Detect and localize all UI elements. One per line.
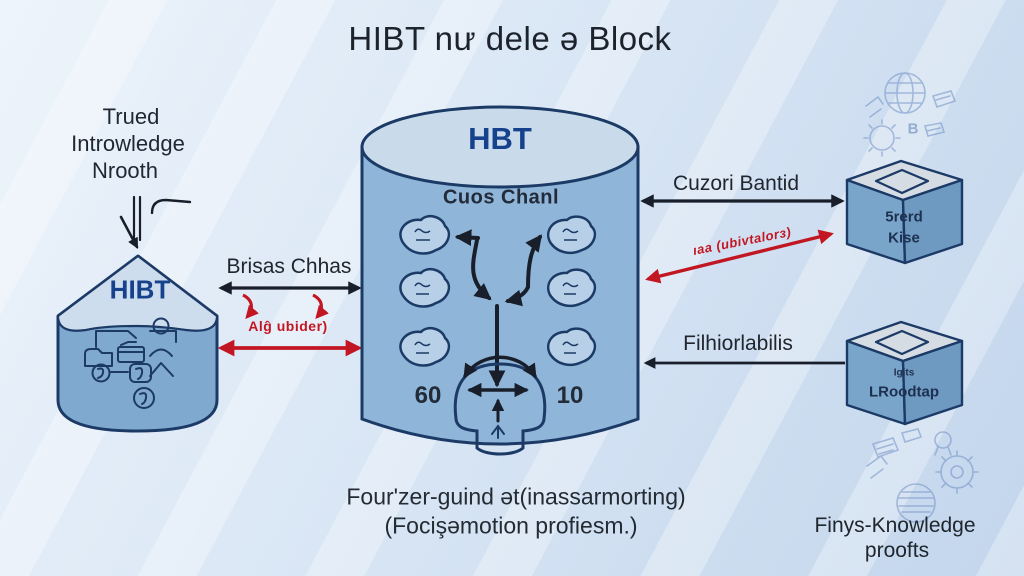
footer-line1: Four'zer-guind ət(inassarmorting)	[346, 483, 686, 510]
cube-top-label-line2: Kise	[888, 229, 920, 247]
page-title: HIBT nư dele ə Block	[348, 20, 672, 57]
caption-down-arrows	[119, 195, 192, 249]
cylinder-value-left: 60	[414, 382, 442, 409]
watermark-letter-b: B	[907, 120, 919, 138]
cylinder-shape	[360, 105, 640, 446]
corner-caption-line2: proofts	[864, 539, 930, 562]
cube-bottom-label-line1: Igits	[893, 367, 915, 379]
footer-line2: (Focişəmotion profiesm.)	[384, 512, 638, 539]
cube-bottom-label-line2: LRoodtap	[869, 383, 939, 401]
right-top-link-label: Cuzori Bantid	[672, 172, 800, 195]
doodle-cluster-top-icons	[863, 72, 957, 157]
left-caption-line3: Nrooth	[91, 158, 159, 183]
cylinder-title: HBT	[468, 121, 532, 156]
bridge-label: Brisas Chhas	[226, 255, 352, 278]
left-caption-line1: Trued	[102, 104, 160, 129]
thought-blobs	[399, 214, 597, 367]
right-bottom-link-label: Filhiorlabilis	[683, 332, 793, 355]
left-caption-line2: Introwledge	[71, 131, 185, 156]
corner-caption-line1: Finys-Knowledge	[814, 514, 976, 537]
bridge-red-label: Alĝ ubider)	[248, 318, 328, 334]
right-link-arrows	[640, 194, 845, 369]
bust-figure	[453, 355, 547, 456]
doodle-cluster-bottom-icons	[866, 428, 979, 523]
vault-doc-icons	[84, 317, 177, 409]
vault-shape	[56, 254, 219, 433]
bridge-arrows	[217, 281, 363, 357]
vault-title: HIBT	[109, 274, 171, 305]
cube-bottom-shape	[845, 320, 964, 426]
cylinder-value-right: 10	[556, 382, 584, 409]
cylinder-subtitle: Cuos Chanl	[442, 186, 560, 209]
cube-top-label-line1: 5rerd	[885, 208, 923, 226]
cube-top-shape	[845, 159, 964, 265]
